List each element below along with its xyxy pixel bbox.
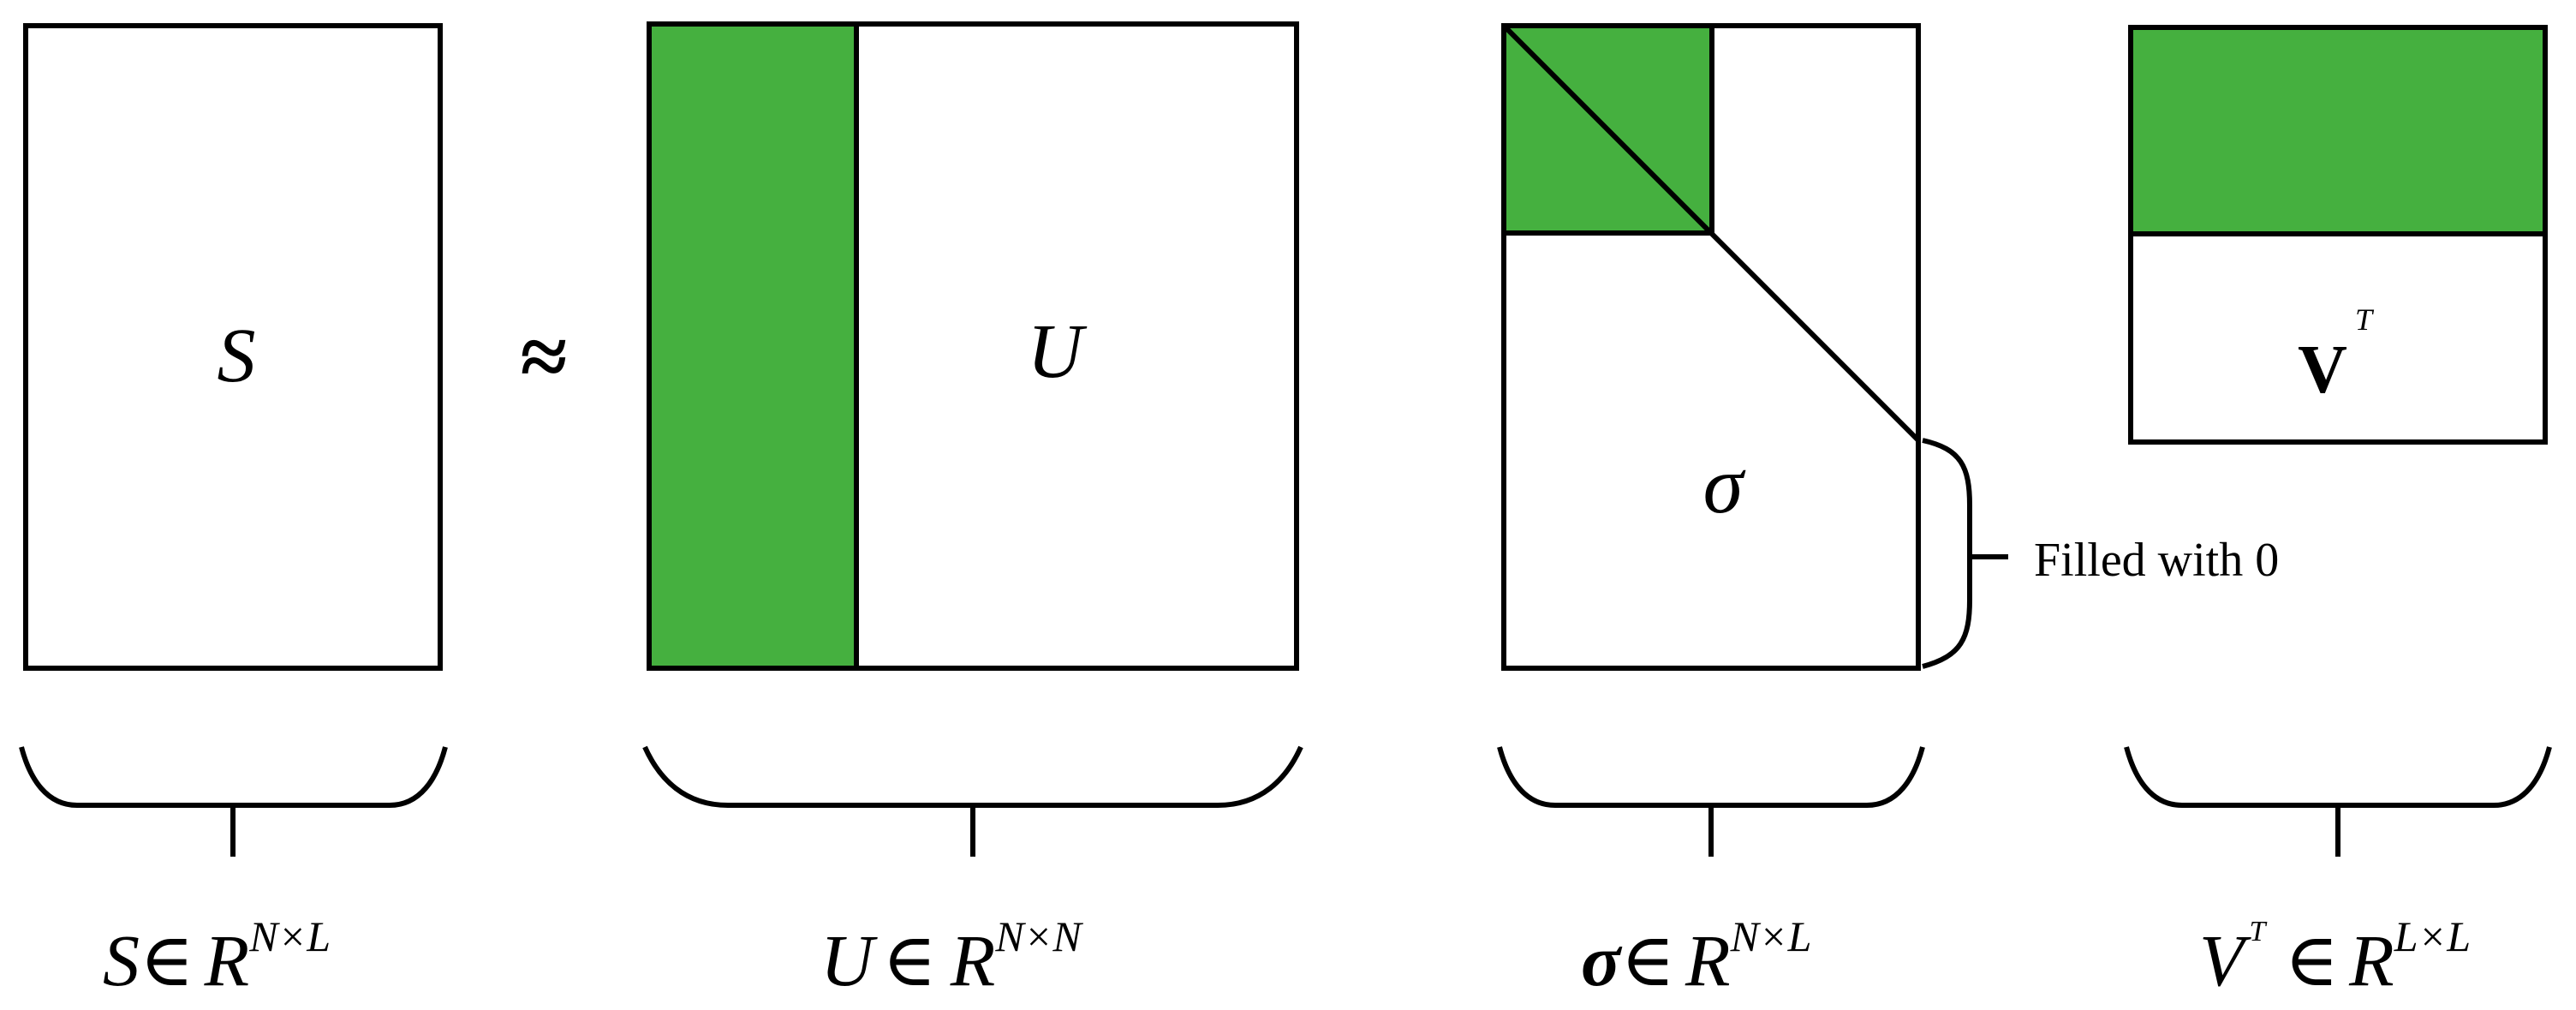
matrix-vt-dim-set: R — [2348, 919, 2394, 1001]
matrix-u-border — [647, 21, 1299, 671]
matrix-sigma-dim-set: R — [1685, 919, 1731, 1001]
matrix-s-dim-set: R — [204, 919, 250, 1001]
matrix-u-bottom-brace — [642, 745, 1303, 857]
matrix-s-bottom-brace — [19, 746, 448, 857]
matrix-sigma-dim-sup: N×L — [1730, 912, 1812, 960]
matrix-vt-symbol-sup: T — [2355, 302, 2375, 337]
matrix-vt-dim-member: ∈ — [2284, 919, 2339, 1001]
matrix-sigma-diagonal — [1501, 23, 1921, 443]
matrix-vt: V T — [2128, 25, 2548, 445]
matrix-sigma-symbol: σ — [1703, 439, 1746, 530]
matrix-vt-highlight — [2133, 30, 2543, 234]
matrix-u-dim-symbol: U — [820, 919, 878, 1001]
svg-text:U∈RN×N: U∈RN×N — [820, 912, 1083, 1001]
matrix-s-symbol: S — [218, 314, 256, 398]
matrix-s-dim-symbol: S — [103, 919, 140, 1001]
matrix-vt-bottom-brace — [2124, 746, 2552, 857]
matrix-s-dim-label: S∈RN×L — [103, 912, 331, 1001]
matrix-s-dim-member: ∈ — [140, 919, 194, 1001]
matrix-s-box — [23, 23, 443, 671]
matrix-u-dim-sup: N×N — [994, 912, 1083, 960]
matrix-u-symbol: U — [1028, 309, 1088, 394]
matrix-sigma-border — [1501, 23, 1921, 671]
matrix-vt-dim-sup: L×L — [2394, 912, 2471, 960]
matrix-u-dim-set: R — [950, 919, 996, 1001]
matrix-s: S — [23, 23, 443, 671]
svg-text:VT∈RL×L: VT ∈RL×L — [2199, 912, 2471, 1001]
matrix-vt-dim-symbol-sup: T — [2250, 916, 2268, 947]
matrix-sigma-dim-member: ∈ — [1620, 919, 1675, 1001]
svg-text:σ∈RN×L: σ∈RN×L — [1581, 912, 1811, 1001]
matrix-u-dim-member: ∈ — [882, 919, 937, 1001]
matrix-s-dim-sup: N×L — [248, 912, 331, 960]
matrix-sigma: σ Filled with 0 — [1501, 23, 2279, 671]
matrix-sigma-zero-brace — [1922, 438, 2008, 669]
svg-text:S∈RN×L: S∈RN×L — [103, 912, 331, 1001]
matrix-u-dim-label: U∈RN×N — [820, 912, 1083, 1001]
matrix-sigma-zero-annotation: Filled with 0 — [2034, 534, 2279, 587]
matrix-sigma-dim-label: σ∈RN×L — [1581, 912, 1811, 1001]
approx-symbol: ≈ — [521, 309, 568, 404]
matrix-u: U — [647, 21, 1299, 671]
matrix-vt-border — [2128, 25, 2548, 445]
matrix-vt-dim-symbol: V — [2199, 919, 2251, 1001]
matrix-vt-symbol: V — [2298, 332, 2347, 408]
matrix-u-highlight — [652, 27, 856, 666]
matrix-sigma-bottom-brace — [1497, 746, 1925, 857]
matrix-sigma-dim-symbol: σ — [1581, 919, 1623, 1001]
